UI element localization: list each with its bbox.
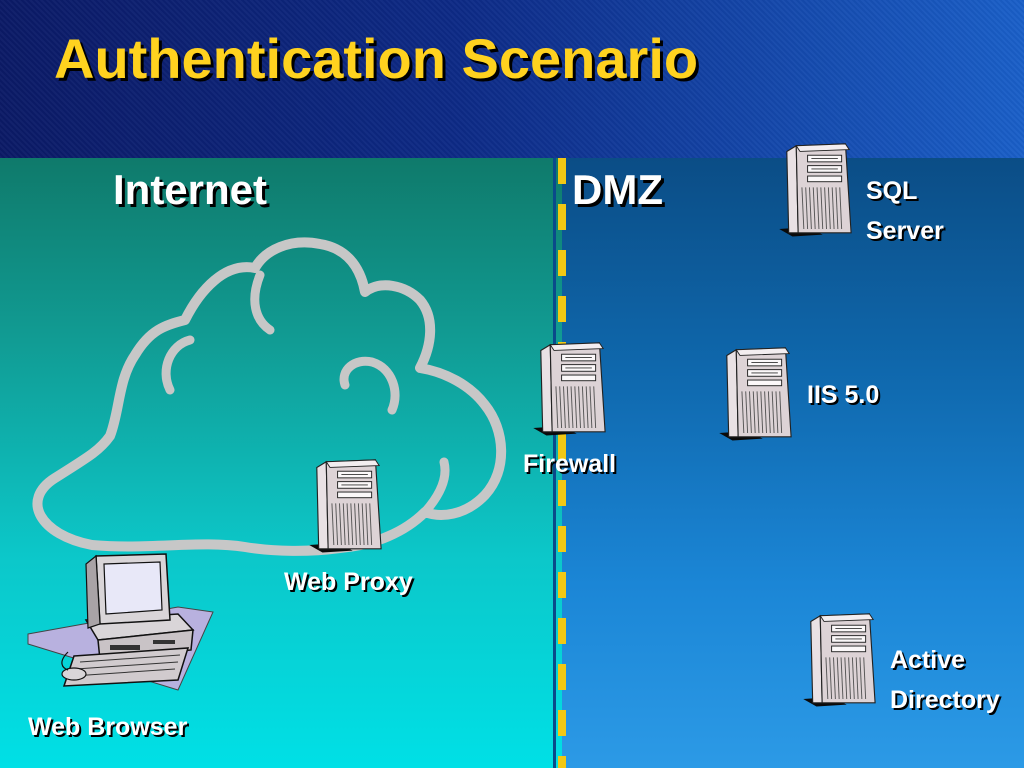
web-browser-label: Web Browser <box>28 713 188 741</box>
firewall-label: Firewall <box>523 450 617 478</box>
zone-label-internet: Internet <box>113 166 268 213</box>
web-proxy-server-icon <box>308 459 382 554</box>
slide-title: Authentication Scenario <box>54 27 699 90</box>
active-directory-server-icon <box>802 613 876 708</box>
active-directory-label-line1: Active <box>890 646 966 674</box>
internet-cloud-icon <box>32 237 507 556</box>
dmz-boundary-dashes <box>558 158 566 768</box>
sql-server-icon <box>778 143 852 238</box>
zone-label-dmz: DMZ <box>572 166 663 213</box>
zone-boundary-line <box>553 158 556 768</box>
dmz-zone <box>562 158 1024 768</box>
active-directory-label: Active Directory <box>890 640 1000 720</box>
sql-server-label: SQL Server <box>866 171 944 251</box>
title-banner: Authentication Scenario <box>0 0 1024 158</box>
iis-server-icon <box>718 347 792 442</box>
iis-label: IIS 5.0 <box>807 381 880 409</box>
firewall-server-icon <box>532 342 606 437</box>
desktop-computer-icon <box>27 553 214 691</box>
active-directory-label-line2: Directory <box>890 686 1000 714</box>
sql-server-label-line1: SQL <box>866 177 918 205</box>
sql-server-label-line2: Server <box>866 217 944 245</box>
web-proxy-label: Web Proxy <box>284 568 413 596</box>
